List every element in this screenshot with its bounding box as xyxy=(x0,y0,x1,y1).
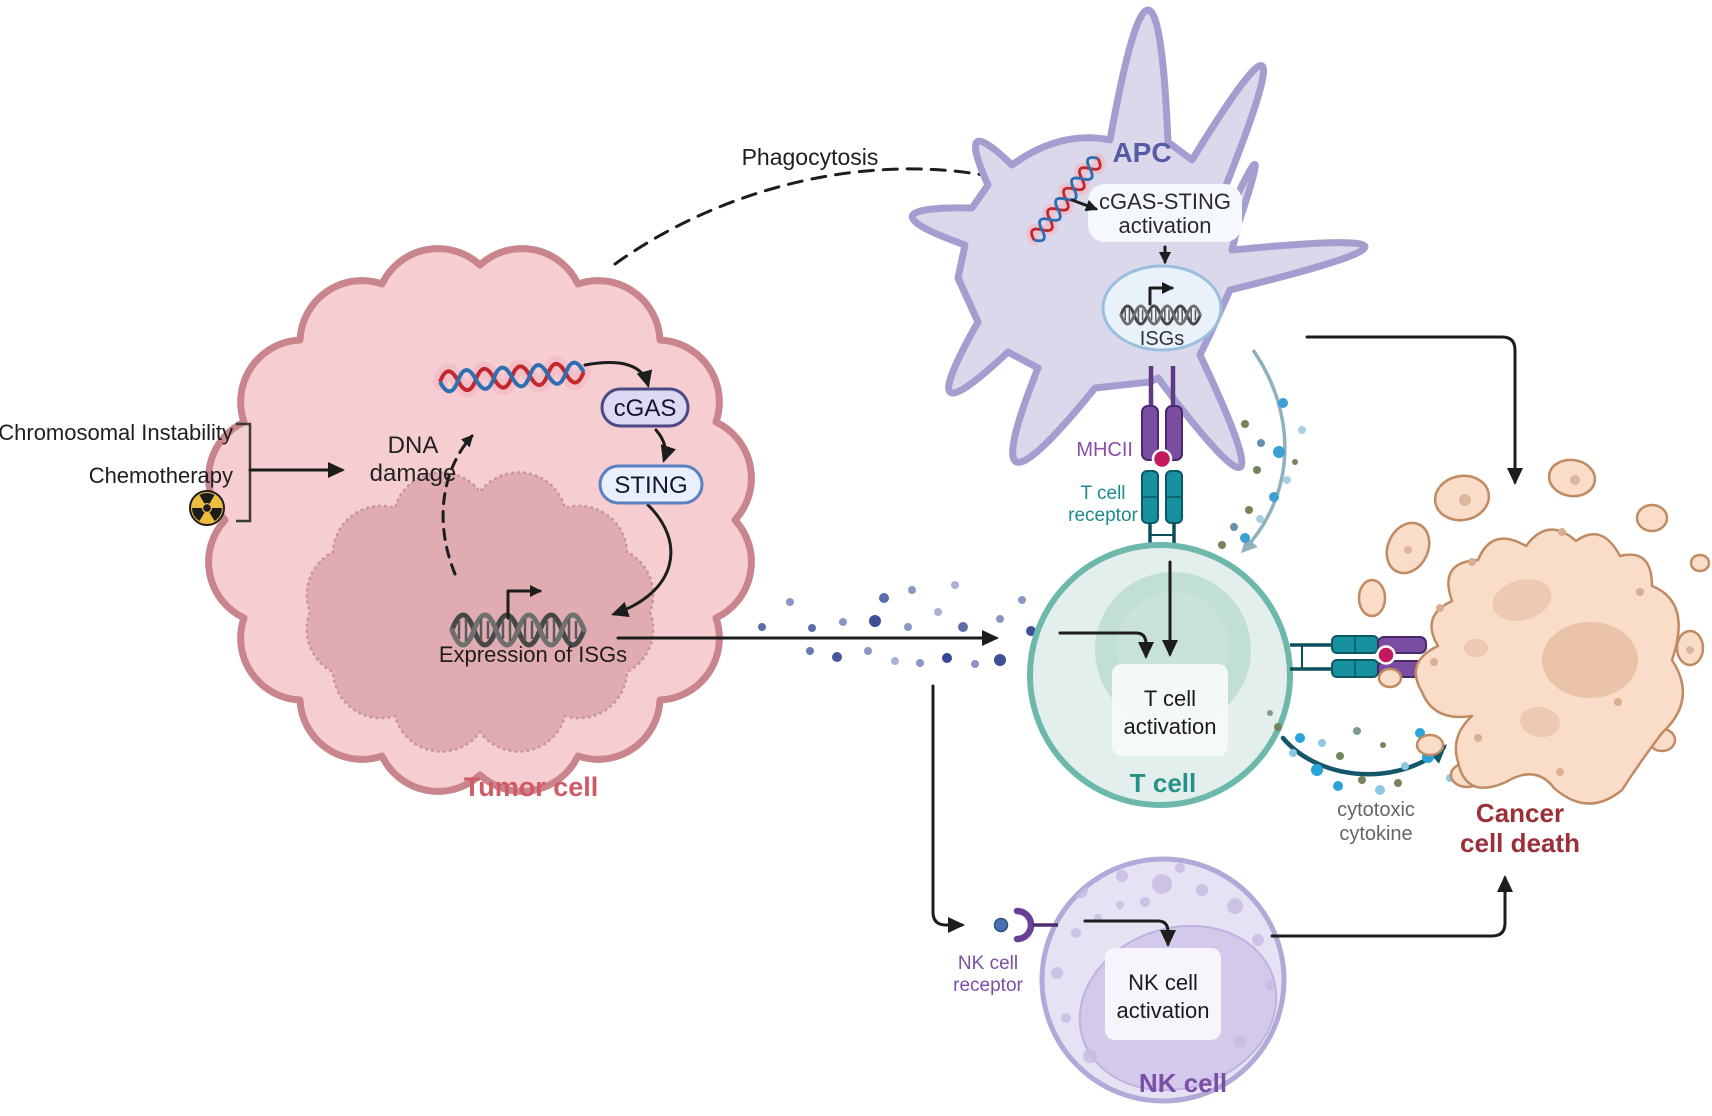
mhcii-label: MHCII xyxy=(1076,439,1133,461)
damage-to-dna-dashed-arrow xyxy=(441,434,474,576)
tcell-cancer-synapse xyxy=(1290,635,1452,678)
apc-to-tcell-cytokine-arrow xyxy=(1240,349,1287,554)
cgas-sting-activation-line2: activation xyxy=(1119,213,1212,238)
nk-signal-arrow xyxy=(1083,919,1176,947)
nk-to-cancer-arrow xyxy=(1270,875,1513,938)
apc-nucleus xyxy=(1101,264,1223,352)
nk-cell-label: NK cell xyxy=(1139,1068,1227,1098)
dna-damage-label-line2: damage xyxy=(370,460,457,487)
tumor-cell: cGAS STING DNA damage Expression of ISGs… xyxy=(205,245,755,802)
antigen-peptide-synapse xyxy=(1376,645,1396,665)
t-cell: T cell activation T cell xyxy=(1027,542,1293,808)
isg-signal-arrow xyxy=(1058,631,1154,659)
nk-receptor-complex: NK cell receptor xyxy=(953,907,1058,996)
mhcii-molecule-2 xyxy=(1165,405,1183,461)
t-cell-activation-box xyxy=(1112,664,1228,756)
t-cell-activation-line2: activation xyxy=(1124,714,1217,739)
nk-cell-activation-box xyxy=(1105,948,1221,1040)
cancer-cell-death: Cancer cell death xyxy=(1357,458,1711,858)
isg-dots xyxy=(758,581,1036,668)
expression-isgs-label: Expression of ISGs xyxy=(439,642,627,667)
cgas-sting-activation-line1: cGAS-STING xyxy=(1099,189,1231,214)
nk-ligand-dot xyxy=(993,917,1009,933)
cgas-sting-activation-box xyxy=(1088,184,1242,242)
cytotoxic-cytokine-label-line1: cytotoxic xyxy=(1337,799,1415,821)
mhcii-tcr-complex: MHCII T cell receptor xyxy=(1068,366,1183,560)
t-cell-receptor-label-line2: receptor xyxy=(1068,505,1138,526)
apc-label: APC xyxy=(1112,137,1171,168)
apc-cytokine-dots xyxy=(1218,398,1306,549)
sting-pill xyxy=(598,464,704,505)
nk-cell-activation-line1: NK cell xyxy=(1128,970,1198,995)
t-cell-label: T cell xyxy=(1130,768,1196,798)
tumor-cell-label: Tumor cell xyxy=(464,772,599,802)
sting-to-gene-arrow xyxy=(611,503,673,618)
dna-damage-label-line1: DNA xyxy=(388,432,439,459)
t-cell-activation-line1: T cell xyxy=(1144,686,1196,711)
phagocytosis-label: Phagocytosis xyxy=(742,144,879,170)
apc-promoter-arrow xyxy=(1148,282,1174,306)
nk-cell-activation-line2: activation xyxy=(1117,998,1210,1023)
chromosomal-instability-label: Chromosomal Instability xyxy=(0,420,233,445)
phagocytosis-arrow xyxy=(613,167,1019,266)
cgas-label: cGAS xyxy=(614,395,677,422)
apc-cell: cGAS-STING activation ISGs APC xyxy=(908,6,1369,472)
antigen-peptide xyxy=(1151,448,1173,470)
cancer-cell-speckles xyxy=(1404,475,1694,776)
mhcii-molecule xyxy=(1141,405,1159,461)
radiation-icon xyxy=(189,490,225,526)
nk-cell-granules xyxy=(1051,863,1275,1063)
isg-to-nk-branch-arrow xyxy=(931,684,965,933)
dna-to-cgas-arrow xyxy=(583,361,653,388)
nk-cell-receptor-label-line1: NK cell xyxy=(958,953,1018,974)
tumor-nucleus xyxy=(305,471,655,753)
stimulus-bracket xyxy=(236,422,252,523)
nk-cell: NK cell activation NK cell xyxy=(1039,856,1287,1104)
cgas-to-sting-arrow xyxy=(654,428,677,463)
apc-isgs-label: ISGs xyxy=(1140,328,1184,350)
t-cell-receptor-label-line1: T cell xyxy=(1080,483,1125,504)
cancer-cell-fragments xyxy=(1464,579,1638,738)
cancer-cell-death-label-line2: cell death xyxy=(1460,828,1580,858)
nk-receptor-icon xyxy=(1013,907,1035,943)
apc-to-cancer-arrow xyxy=(1305,335,1523,485)
chemotherapy-label: Chemotherapy xyxy=(89,463,233,488)
fragment-to-activation-arrow xyxy=(1070,198,1098,212)
cancer-cell-death-label-line1: Cancer xyxy=(1476,798,1564,828)
cytotoxic-cytokine-label-line2: cytokine xyxy=(1339,823,1412,845)
sting-label: STING xyxy=(614,472,687,499)
stimulus-block: Chromosomal Instability Chemotherapy xyxy=(0,420,345,526)
cgas-pill xyxy=(600,387,690,428)
promoter-arrow xyxy=(506,585,542,620)
nk-cell-receptor-label-line2: receptor xyxy=(953,975,1023,996)
